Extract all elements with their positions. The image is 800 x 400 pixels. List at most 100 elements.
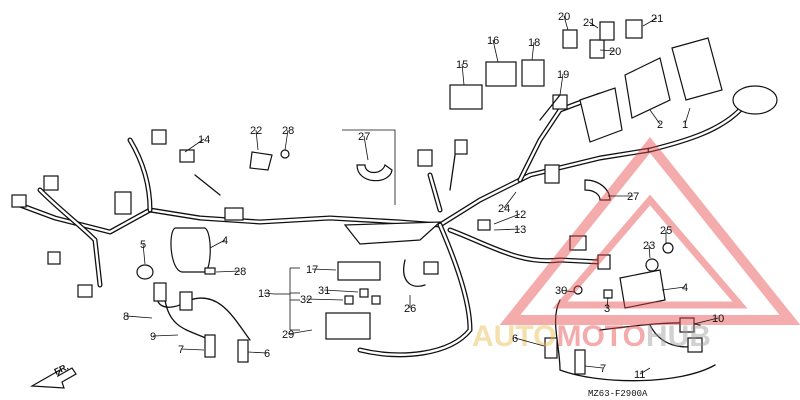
- callout-leader-27: [363, 135, 369, 161]
- callout-leader-1: [684, 107, 691, 125]
- watermark-text-hub: HUB: [646, 320, 711, 353]
- callout-label-27: 27: [627, 191, 639, 203]
- part-4-coil: [619, 269, 666, 309]
- callout-label-11: 11: [634, 369, 645, 381]
- callout-label-18: 18: [528, 37, 540, 49]
- callout-label-21: 21: [583, 17, 595, 29]
- left-center-parts: [136, 149, 426, 363]
- relay-cluster: [449, 19, 778, 143]
- watermark-logo: AUTOMOTOHUB: [472, 136, 800, 353]
- watermark-text-auto: AUTO: [472, 320, 556, 353]
- callout-label-27: 27: [358, 131, 370, 143]
- callout-label-20: 20: [558, 11, 570, 23]
- part-29-unit: [325, 312, 371, 340]
- callout-leader-13: [493, 228, 521, 231]
- part-9-cap: [179, 291, 193, 311]
- part-32-fuse-a: [344, 295, 354, 305]
- callout-label-7: 7: [178, 344, 184, 356]
- callout-leader-28: [215, 270, 241, 273]
- callout-label-10: 10: [712, 313, 724, 325]
- callout-label-20: 20: [609, 46, 621, 58]
- callout-leader-7: [180, 348, 205, 351]
- callout-leader-9: [152, 334, 179, 337]
- part-23-cap: [645, 258, 659, 272]
- callout-leader-21: [642, 17, 658, 27]
- part-20-connector-b: [589, 39, 605, 59]
- callout-label-13: 13: [514, 224, 526, 236]
- part-11-cap: [687, 337, 703, 353]
- callout-leader-2: [649, 109, 661, 125]
- callout-label-15: 15: [456, 59, 468, 71]
- part-6-plug-cap-right: [544, 337, 558, 359]
- callout-label-6: 6: [512, 333, 518, 345]
- part-27-clamp: [356, 164, 393, 182]
- ignition-coil: [732, 85, 778, 115]
- callout-leader-20: [599, 49, 616, 52]
- callout-leader-18: [531, 41, 535, 61]
- part-31-fuse: [359, 288, 369, 298]
- main-wire-harness: [17, 92, 743, 358]
- part-15-relay: [449, 84, 483, 110]
- callout-leader-32: [305, 298, 344, 301]
- callout-label-4: 4: [222, 235, 228, 247]
- callout-label-30: 30: [555, 285, 567, 297]
- callout-leader-30: [560, 289, 575, 293]
- part-28-bolt-lower: [204, 267, 216, 275]
- part-30-bolt: [573, 285, 583, 295]
- callout-label-14: 14: [198, 134, 210, 146]
- callout-leader-6: [514, 337, 545, 347]
- callout-label-16: 16: [487, 35, 499, 47]
- callout-leader-24: [503, 191, 517, 209]
- ignition-parts: [544, 179, 716, 382]
- part-8-cap: [153, 282, 167, 302]
- callout-leader-11: [639, 367, 651, 375]
- callout-label-8: 8: [123, 311, 129, 323]
- part-28-bolt: [280, 149, 290, 159]
- part-10-cap: [679, 317, 695, 333]
- callout-label-7: 7: [600, 363, 606, 375]
- svg-text:AUTOMOTOHUB: AUTOMOTOHUB: [472, 320, 711, 353]
- part-4-unit: [170, 227, 211, 273]
- part-18-relay: [521, 59, 545, 87]
- callout-leader-20: [563, 15, 569, 31]
- part-5-cap: [136, 264, 154, 280]
- front-direction-arrow: FR.: [29, 362, 77, 389]
- callout-leader-21: [588, 21, 599, 29]
- callout-label-19: 19: [557, 69, 569, 81]
- callout-label-29: 29: [282, 329, 294, 341]
- callout-leader-31: [323, 289, 359, 293]
- callout-leader-7: [584, 365, 604, 369]
- callout-leader-23: [648, 244, 651, 259]
- diagram-code: MZ63-F2900A: [588, 389, 648, 399]
- callout-label-28: 28: [282, 125, 294, 137]
- part-7-plug-cap: [204, 334, 216, 358]
- callout-label-13: 13: [258, 288, 270, 300]
- callout-label-32: 32: [300, 294, 312, 306]
- part-27-clamp-right: [584, 179, 611, 201]
- callout-labels: 1234456677891011121313141516171819202021…: [123, 11, 724, 381]
- detail-frame-27: [342, 129, 396, 205]
- watermark-text-moto: MOTO: [556, 320, 645, 353]
- callout-label-28: 28: [234, 266, 246, 278]
- callout-label-12: 12: [514, 209, 526, 221]
- part-16-relay: [485, 61, 517, 87]
- part-1-control-unit: [671, 37, 723, 101]
- callout-leader-17: [311, 268, 337, 271]
- part-21-connector-b: [625, 19, 643, 39]
- callout-leader-13: [263, 292, 275, 295]
- callout-label-31: 31: [318, 285, 330, 297]
- part-22-bracket: [249, 151, 273, 171]
- callout-label-4: 4: [682, 282, 688, 294]
- callout-leader-16: [492, 39, 499, 63]
- callout-leader-15: [461, 63, 465, 86]
- callout-label-5: 5: [140, 239, 146, 251]
- callout-leader-12: [493, 213, 521, 225]
- part-7-plug-cap-right: [574, 349, 586, 375]
- part-2-control-unit: [624, 57, 671, 119]
- callout-leader-3: [606, 296, 609, 309]
- part-3-box: [579, 87, 623, 143]
- callout-leader-29: [287, 329, 313, 335]
- part-32-fuse-b: [371, 295, 381, 305]
